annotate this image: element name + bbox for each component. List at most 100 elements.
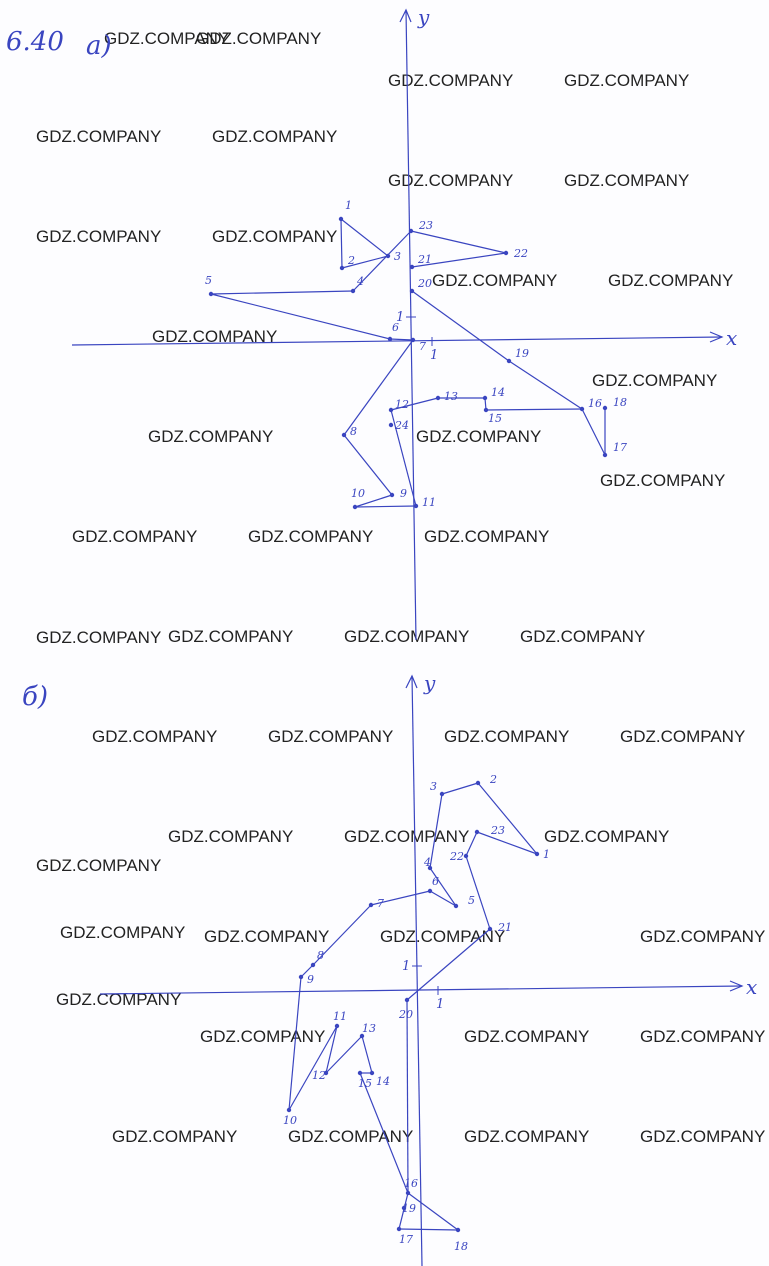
figure-point — [404, 997, 410, 1003]
figure-segment — [406, 999, 409, 1194]
figure-segment — [361, 1035, 373, 1074]
figure-point — [506, 358, 512, 364]
figure-point — [408, 228, 414, 234]
watermark-text: GDZ.COMPANY — [288, 1127, 413, 1146]
watermark-text-small: GDZ.COMPANY — [104, 29, 229, 48]
figure-segment — [288, 976, 302, 1111]
point-label: 10 — [351, 487, 365, 500]
point-label: 17 — [613, 441, 627, 454]
point-label: 12 — [312, 1069, 326, 1082]
x-unit-label: 1 — [436, 997, 444, 1012]
watermark-text: GDZ.COMPANY — [432, 271, 557, 290]
point-label: 24 — [394, 419, 409, 432]
watermark-text: GDZ.COMPANY — [464, 1027, 589, 1046]
figure-segment — [508, 360, 583, 410]
point-label: 13 — [444, 390, 458, 403]
figure-segment — [410, 230, 507, 254]
watermark-text: GDZ.COMPANY — [520, 627, 645, 646]
figure-segment — [411, 252, 507, 268]
point-label: 16 — [404, 1177, 418, 1190]
figure-point — [409, 288, 415, 294]
figure-point — [310, 962, 316, 968]
watermark-text: GDZ.COMPANY — [640, 927, 765, 946]
figure-point — [385, 253, 391, 259]
point-label: 22 — [449, 850, 464, 863]
figure-b: xy11123456789101112131415161718192021222… — [99, 671, 757, 1266]
point-label: 15 — [358, 1077, 372, 1090]
figure-segment — [341, 255, 389, 269]
figure-segment — [485, 408, 583, 411]
figure-point — [413, 503, 419, 509]
figure-segment — [288, 1025, 338, 1111]
figure-point — [453, 903, 459, 909]
point-label: 8 — [350, 425, 357, 438]
figure-point — [388, 407, 394, 413]
watermark-text: GDZ.COMPANY — [268, 727, 393, 746]
watermark-text: GDZ.COMPANY — [212, 227, 337, 246]
point-label: 1 — [543, 848, 550, 861]
point-label: 7 — [377, 897, 384, 910]
watermark-text: GDZ.COMPANY — [112, 1127, 237, 1146]
point-label: 8 — [317, 949, 324, 962]
watermarks: GDZ.COMPANY GDZ.COMPANY GDZ.COMPANY GDZ.COM… — [36, 29, 765, 1146]
point-label: 16 — [588, 397, 602, 410]
point-label: 23 — [490, 824, 505, 837]
watermark-text: GDZ.COMPANY — [592, 371, 717, 390]
figure-segment — [354, 505, 417, 508]
figure-segment — [465, 831, 478, 857]
watermark-text: GDZ.COMPANY — [204, 927, 329, 946]
figure-point — [474, 829, 480, 835]
point-label: 4 — [423, 856, 431, 869]
figure-point — [463, 853, 469, 859]
watermark-text: GDZ.COMPANY — [72, 527, 197, 546]
watermark-text-small: GDZ.COMPANY — [36, 628, 161, 647]
watermark-text: GDZ.COMPANY — [92, 727, 217, 746]
watermark-text: GDZ.COMPANY — [380, 927, 505, 946]
figure-point — [369, 1070, 375, 1076]
point-label: 18 — [613, 396, 627, 409]
figure-point — [338, 216, 344, 222]
y-axis-label: y — [423, 671, 436, 695]
figure-point — [286, 1107, 292, 1113]
point-label: 11 — [333, 1010, 347, 1023]
figure-segment — [398, 1192, 409, 1230]
watermark-text-small: GDZ.COMPANY — [60, 923, 185, 942]
watermark-text: GDZ.COMPANY — [608, 271, 733, 290]
figure-point — [401, 1205, 407, 1211]
figure-point — [409, 264, 415, 270]
figure-point — [427, 865, 433, 871]
point-label: 19 — [402, 1202, 416, 1215]
figure-point — [579, 406, 585, 412]
figure-segment — [210, 290, 354, 295]
figure-segment — [343, 434, 393, 496]
figure-segment — [465, 855, 491, 930]
watermark-text: GDZ.COMPANY — [640, 1027, 765, 1046]
point-label: 21 — [417, 253, 432, 266]
figure-segment — [581, 408, 606, 456]
figure-point — [298, 974, 304, 980]
watermark-text: GDZ.COMPANY — [564, 171, 689, 190]
point-label: 19 — [515, 347, 529, 360]
point-label: 12 — [395, 398, 409, 411]
point-label: 15 — [488, 412, 502, 425]
figure-segment — [340, 218, 343, 269]
figure-segment — [343, 339, 414, 436]
y-axis-arrow-icon — [405, 674, 418, 689]
figure-segment — [390, 397, 439, 411]
y-axis — [405, 9, 417, 641]
x-axis-arrow-icon — [709, 331, 724, 343]
y-axis-arrow-icon — [399, 8, 412, 23]
watermark-text: GDZ.COMPANY — [212, 127, 337, 146]
figure-point — [357, 1070, 363, 1076]
point-label: 21 — [497, 921, 512, 934]
watermark-text: GDZ.COMPANY — [464, 1127, 589, 1146]
figure-point — [389, 492, 395, 498]
watermark-text: GDZ.COMPANY — [168, 627, 293, 646]
figure-segment — [370, 890, 431, 906]
x-axis — [71, 336, 723, 346]
watermark-text: GDZ.COMPANY — [344, 827, 469, 846]
figure-point — [388, 422, 394, 428]
figure-segment — [210, 293, 391, 340]
point-label: 9 — [307, 973, 314, 986]
point-label: 6 — [432, 875, 439, 888]
